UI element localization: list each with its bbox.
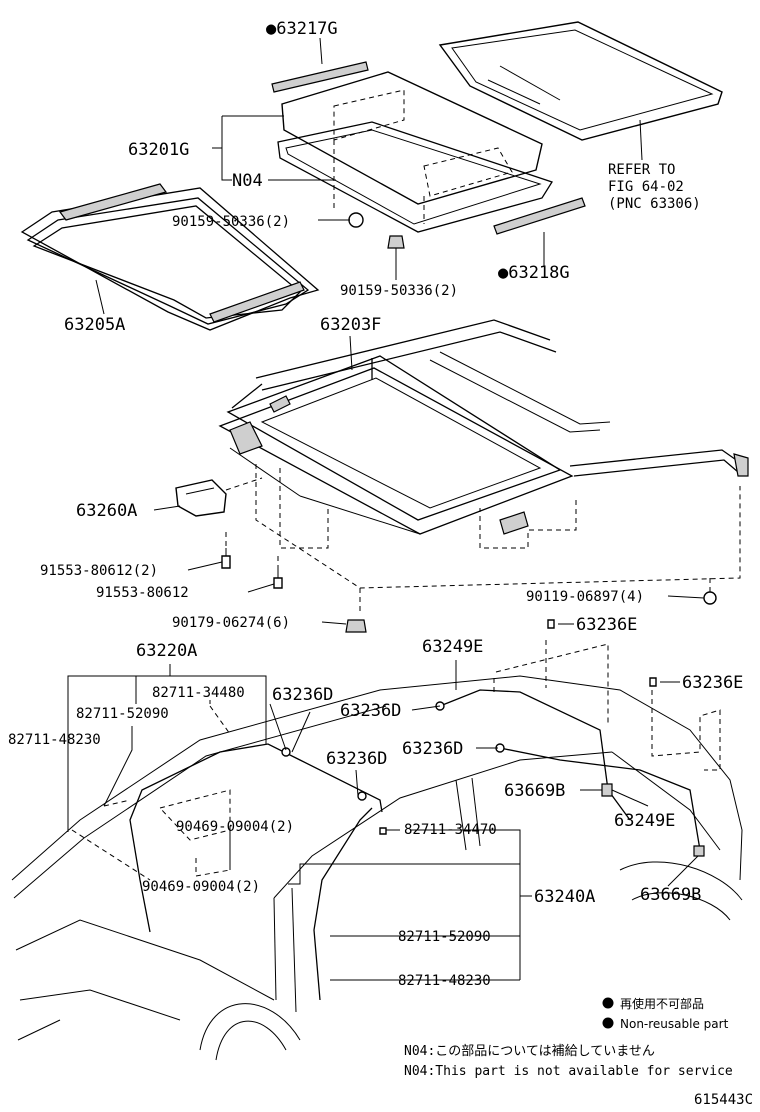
label-refer-to: REFER TO bbox=[608, 162, 675, 178]
screw-91553b bbox=[273, 570, 283, 589]
leader-lines bbox=[67, 37, 705, 981]
nut-90179 bbox=[345, 619, 367, 633]
non-reusable-bullet-icon bbox=[602, 997, 614, 1009]
label-63260a: 63260A bbox=[76, 501, 137, 521]
label-82711-34470: 82711-34470 bbox=[404, 822, 497, 838]
label-63249e-b: 63249E bbox=[614, 811, 675, 831]
bracket-63260a bbox=[175, 479, 227, 517]
label-91553-a: 91553-80612(2) bbox=[40, 563, 158, 579]
label-refer-pnc: (PNC 63306) bbox=[608, 196, 701, 212]
drain-hoses bbox=[129, 689, 701, 1001]
non-reusable-bullet-icon bbox=[602, 1017, 614, 1029]
sunroof-housing-63203f bbox=[218, 319, 749, 535]
legend-jp: 再使用不可部品 bbox=[620, 996, 704, 1011]
nut-90159a bbox=[348, 212, 364, 228]
label-63236d-b: 63236D bbox=[340, 701, 401, 721]
label-n04: N04 bbox=[232, 171, 263, 191]
label-63203f: 63203F bbox=[320, 315, 381, 335]
label-82711-48230-b: 82711-48230 bbox=[398, 973, 491, 989]
label-63220a: 63220A bbox=[136, 641, 197, 661]
label-refer-fig: FIG 64-02 bbox=[608, 179, 684, 195]
label-91553-b: 91553-80612 bbox=[96, 585, 189, 601]
label-82711-48230-a: 82711-48230 bbox=[8, 732, 101, 748]
label-90159-b: 90159-50336(2) bbox=[340, 283, 458, 299]
label-63236e-a: 63236E bbox=[576, 615, 637, 635]
label-90119: 90119-06897(4) bbox=[526, 589, 644, 605]
weatherstrip-63218g bbox=[493, 197, 586, 235]
sunshade-panel bbox=[438, 21, 723, 141]
label-82711-34480: 82711-34480 bbox=[152, 685, 245, 701]
label-63236d-a: 63236D bbox=[272, 685, 333, 705]
label-63218g: ●63218G bbox=[498, 263, 570, 283]
label-90159-a: 90159-50336(2) bbox=[172, 214, 290, 230]
weatherstrip-63217g bbox=[271, 61, 369, 93]
label-63217g: ●63217G bbox=[266, 19, 338, 39]
label-82711-52090-b: 82711-52090 bbox=[398, 929, 491, 945]
label-63236d-c: 63236D bbox=[402, 739, 463, 759]
label-63205a: 63205A bbox=[64, 315, 125, 335]
car-body-outline bbox=[11, 675, 743, 1061]
legend: 再使用不可部品 Non-reusable part bbox=[602, 996, 729, 1031]
label-90469-a: 90469-09004(2) bbox=[176, 819, 294, 835]
label-63236d-d: 63236D bbox=[326, 749, 387, 769]
screw-91553a bbox=[221, 548, 231, 569]
sunroof-glass-63201g bbox=[281, 71, 543, 224]
label-90179: 90179-06274(6) bbox=[172, 615, 290, 631]
label-63236e-b: 63236E bbox=[682, 673, 743, 693]
assembly-lines-mid bbox=[225, 464, 741, 614]
legend-en: Non-reusable part bbox=[620, 1017, 729, 1031]
label-63249e-a: 63249E bbox=[422, 637, 483, 657]
nut-90159b bbox=[387, 235, 405, 249]
figure-code: 615443C bbox=[694, 1092, 753, 1108]
label-82711-52090-a: 82711-52090 bbox=[76, 706, 169, 722]
label-63240a: 63240A bbox=[534, 887, 595, 907]
drain-frame-63205a bbox=[20, 183, 320, 331]
label-90469-b: 90469-09004(2) bbox=[142, 879, 260, 895]
label-63669b-b: 63669B bbox=[640, 885, 701, 905]
note-en: N04:This part is not available for servi… bbox=[404, 1064, 733, 1079]
glass-seal-n04 bbox=[277, 121, 553, 233]
label-63669b-a: 63669B bbox=[504, 781, 565, 801]
note-jp: N04:この部品については補給していません bbox=[404, 1044, 655, 1059]
screw-90119 bbox=[703, 591, 717, 605]
label-63201g: 63201G bbox=[128, 140, 189, 160]
